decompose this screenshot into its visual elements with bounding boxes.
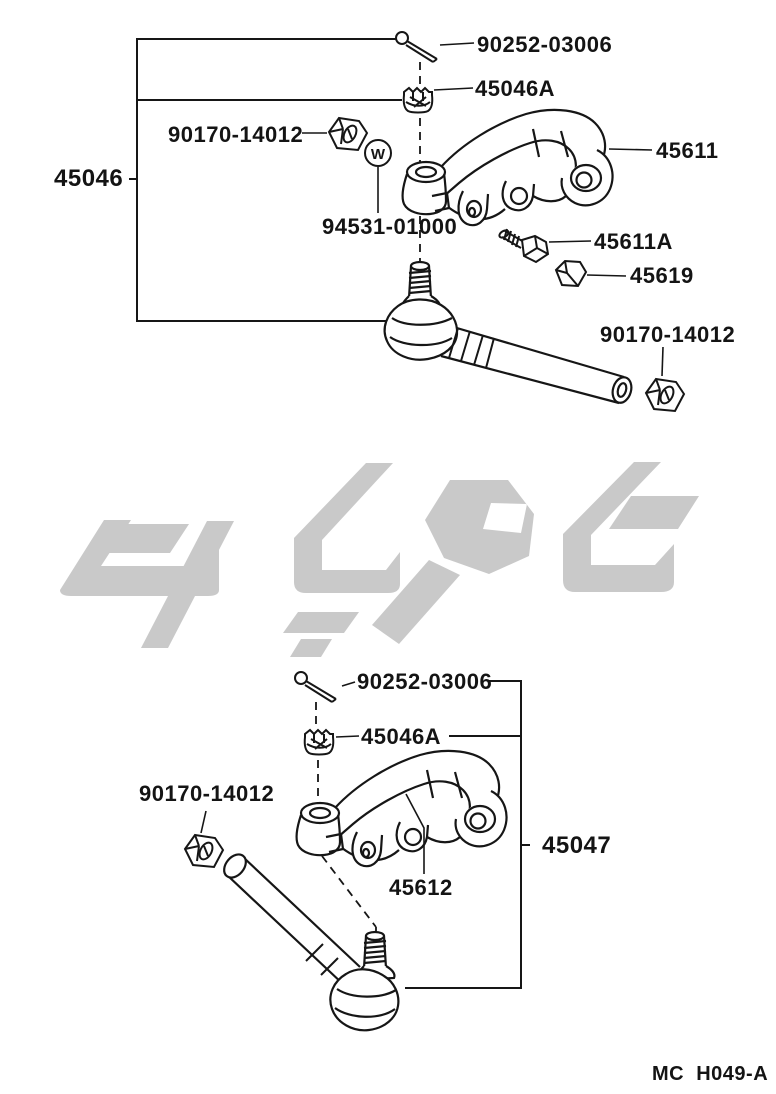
upper-assembly-drawing: W [129,31,685,412]
leader-line [548,240,592,243]
part-number-washer: 94531-01000 [322,214,458,239]
hex-nut-icon [645,378,685,412]
leader-line [661,346,664,377]
leader-line [405,793,425,874]
part-number-arm-nut-lower: 90170-14012 [139,781,275,806]
leader-line [200,810,207,834]
castle-nut-icon [303,729,335,756]
part-number-bolt: 45611A [594,229,673,254]
lock-nut-icon [554,259,588,288]
part-number-knuckle-arm-lower: 45612 [389,875,453,900]
washer-symbol-letter: W [371,146,386,163]
assembly-number-upper: 45046 [54,165,124,192]
part-number-nut: 45619 [630,263,694,288]
leader-line [586,274,627,277]
cotter-pin-icon [395,31,438,63]
leader-line [433,87,474,91]
upper-bracket-line [129,38,402,322]
lower-assembly-drawing [184,671,530,1032]
part-number-cotter-pin-upper: 90252-03006 [477,32,613,57]
part-number-castle-nut-lower: 45046A [361,724,442,749]
part-number-knuckle-arm-upper: 45611 [656,138,719,163]
part-number-cotter-pin-lower: 90252-03006 [357,669,493,694]
page-code: MC H049-A [652,1063,769,1085]
leader-line [439,42,475,46]
lower-bracket-line [405,680,530,989]
knuckle-arm-drawing [295,749,508,868]
leader-line [341,681,356,687]
watermark-logo [60,462,699,657]
part-number-tie-rod-nut: 90170-14012 [600,322,736,347]
part-number-castle-nut-upper: 45046A [475,76,556,101]
washer-symbol: W [364,139,392,213]
assembly-number-lower: 45047 [542,832,612,859]
part-number-arm-nut-upper: 90170-14012 [168,122,304,147]
castle-nut-icon [402,87,434,114]
hex-nut-icon [328,117,368,151]
tie-rod-end-drawing [223,853,400,1032]
hex-nut-icon [184,834,224,868]
tie-rod-end-drawing [383,260,633,405]
knuckle-arm-drawing [401,108,614,227]
bolt-icon [498,228,550,264]
leader-line [608,148,653,151]
cotter-pin-icon [294,671,337,703]
leader-line [335,735,360,738]
